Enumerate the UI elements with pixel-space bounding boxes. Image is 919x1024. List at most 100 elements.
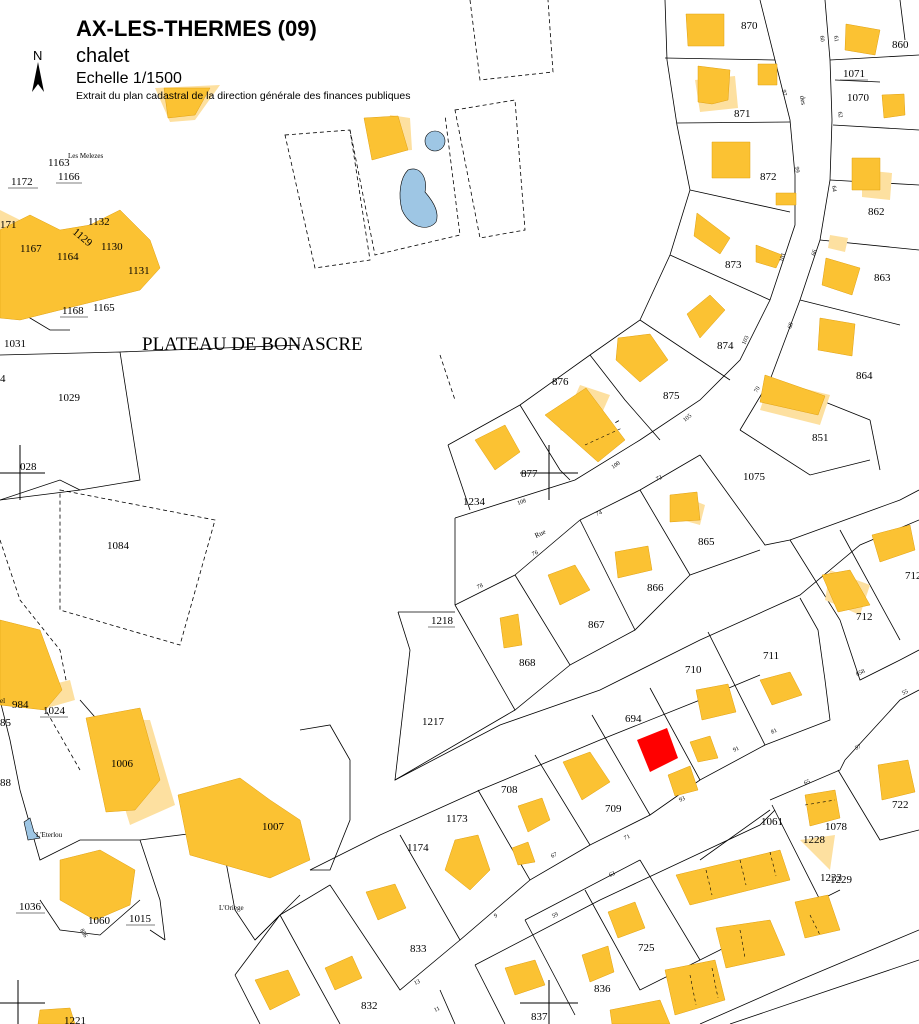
parcel-1233: 1233 (820, 872, 843, 884)
parcel-871: 871 (734, 108, 751, 120)
parcel-694: 694 (625, 713, 642, 725)
parcel-710: 710 (685, 664, 702, 676)
parcel-709: 709 (605, 803, 622, 815)
parcel-1084: 1084 (107, 540, 130, 552)
label-eterlou: L'Eterlou (36, 831, 63, 839)
parcel-1229: 1229 (830, 874, 853, 886)
parcel-1228: 1228 (803, 834, 826, 846)
street-number: 76 (531, 550, 539, 558)
parcel-1171: 171 (0, 219, 17, 231)
street-number: 59 (551, 912, 559, 920)
source-label: Extrait du plan cadastral de la directio… (76, 90, 411, 102)
north-arrow-icon: N (32, 48, 44, 92)
parcel-868: 868 (519, 657, 536, 669)
street-number: 108 (517, 498, 528, 507)
parcel-1078: 1078 (825, 821, 848, 833)
parcel-708: 708 (501, 784, 518, 796)
parcel-1071: 1071 (843, 68, 865, 80)
parcel-1070: 1070 (847, 92, 870, 104)
parcel-1163: 1163 (48, 157, 70, 169)
parcel-1131: 1131 (128, 265, 150, 277)
parcel-870: 870 (741, 20, 758, 32)
street-number: 11 (433, 1006, 441, 1014)
parcel-877: 877 (521, 468, 538, 480)
street-number: 61 (832, 35, 839, 42)
street-number: 65 (803, 779, 811, 787)
parcel-862: 862 (868, 206, 885, 218)
street-numbers: 60 97 99 101 103 105 100 108 72 74 76 78… (78, 35, 909, 1014)
parcel-866: 866 (647, 582, 664, 594)
parcel-860: 860 (892, 39, 909, 51)
street-number: 858 (855, 669, 866, 678)
parcel-833: 833 (410, 943, 427, 955)
street-number: 62 (836, 111, 843, 118)
map-header: AX-LES-THERMES (09) chalet Echelle 1/150… (76, 14, 410, 102)
parcel-labels: 870 860 1071 1070 871 872 862 873 863 87… (0, 20, 919, 1024)
parcel-88: 88 (0, 777, 12, 789)
parcel-1060: 1060 (88, 915, 111, 927)
label-oriege: L'Oriege (219, 904, 244, 912)
area-name: PLATEAU DE BONASCRE (142, 334, 363, 355)
parcel-1031: 1031 (4, 338, 26, 350)
parcel-722: 722 (892, 799, 909, 811)
parcel-1168: 1168 (62, 305, 84, 317)
parcel-876: 876 (552, 376, 569, 388)
north-label: N (33, 48, 42, 63)
parcel-837: 837 (531, 1011, 548, 1023)
street-number: 93 (678, 796, 686, 804)
parcel-1007: 1007 (262, 821, 285, 833)
street-number: 67 (550, 852, 558, 860)
street-number: 9 (493, 913, 498, 920)
parcel-1173: 1173 (446, 813, 468, 825)
parcel-1024: 1024 (43, 705, 66, 717)
street-number: 64 (830, 185, 837, 192)
street-number: 60 (818, 35, 825, 42)
dashed-boundaries (0, 0, 621, 771)
parcel-1015: 1015 (129, 913, 152, 925)
parcel-875: 875 (663, 390, 680, 402)
street-number: 66 (811, 249, 818, 256)
parcel-1164: 1164 (57, 251, 79, 263)
street-number: 103 (741, 335, 750, 346)
parcel-1217: 1217 (422, 716, 445, 728)
parcel-874: 874 (717, 340, 734, 352)
label-des: des (798, 95, 808, 106)
street-number: 78 (476, 583, 484, 591)
parcel-1166: 1166 (58, 171, 80, 183)
label-les-melezes: Les Melezes (68, 152, 103, 160)
street-number: 13 (413, 979, 421, 987)
parcel-1028: 028 (20, 461, 37, 473)
parcel-1165: 1165 (93, 302, 115, 314)
water-bodies (23, 130, 446, 841)
parcel-832: 832 (361, 1000, 378, 1012)
parcel-711: 711 (763, 650, 779, 662)
buildings (0, 13, 916, 1024)
parcel-851: 851 (812, 432, 829, 444)
parcel-712: 712 (856, 611, 873, 623)
parcel-1029: 1029 (58, 392, 81, 404)
street-number: 101 (779, 252, 787, 262)
parcel-4: 4 (0, 373, 6, 385)
street-number: 81 (770, 728, 778, 736)
parcel-1006: 1006 (111, 758, 134, 770)
parcel-1132: 1132 (88, 216, 110, 228)
street-number: 97 (780, 89, 787, 96)
street-number: 99 (793, 166, 800, 173)
parcel-1221: 1221 (64, 1015, 86, 1024)
scale-label: Echelle 1/1500 (76, 70, 182, 87)
street-number: 70 (754, 386, 762, 394)
subject-title: chalet (76, 45, 130, 67)
street-number: 856 (78, 928, 88, 939)
parcel-85: 85 (0, 717, 12, 729)
parcel-1218: 1218 (431, 615, 454, 627)
parcel-1036: 1036 (19, 901, 42, 913)
street-number: 91 (732, 746, 740, 754)
parcel-872: 872 (760, 171, 777, 183)
parcel-1075: 1075 (743, 471, 766, 483)
parcel-el: el (0, 697, 5, 705)
street-number: 100 (611, 461, 622, 471)
street-number: 57 (854, 744, 862, 752)
selected-parcel-694[interactable] (637, 728, 678, 772)
commune-title: AX-LES-THERMES (09) (76, 16, 317, 41)
